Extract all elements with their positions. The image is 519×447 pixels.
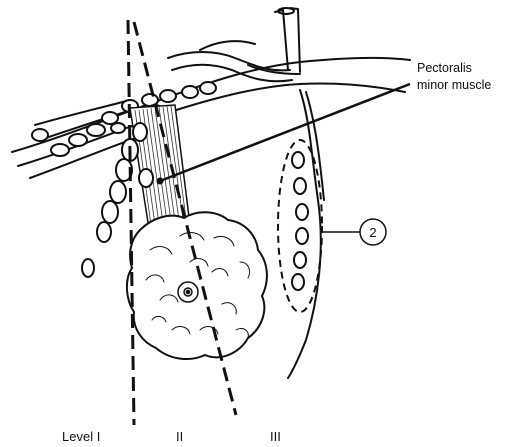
callout-number: 2 [369,225,376,240]
nipple-areola [178,282,198,302]
level-1-2-boundary [128,20,134,425]
breast-tissue [127,212,267,359]
interpectoral-nodes [278,140,322,312]
level-3-label: III [270,429,281,444]
level-2-label: II [176,429,183,444]
muscle-label-line2: minor muscle [417,78,491,92]
level-1-label: Level I [62,429,100,444]
muscle-label-line1: Pectoralis [417,61,472,75]
axillary-vessels [12,41,410,178]
